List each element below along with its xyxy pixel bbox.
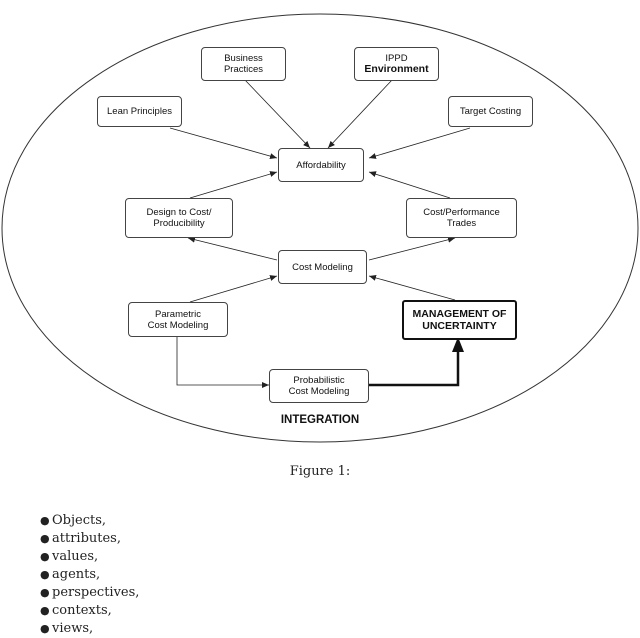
arrow-management-to-costmodeling [368, 274, 456, 301]
list-item-text: views, [52, 621, 94, 636]
business-practices-box: Business Practices [201, 47, 286, 81]
list-item: ●Objects, [40, 512, 139, 530]
cost-performance-box: Cost/Performance Trades [406, 198, 517, 238]
list-item: ●contexts, [40, 602, 139, 620]
diagram-svg [1, 13, 639, 443]
ippd-environment-box: IPPD Environment [354, 47, 439, 81]
target-costing-box: Target Costing [448, 96, 533, 127]
bullet-icon: ● [40, 622, 50, 635]
bullet-icon: ● [40, 586, 50, 599]
list-item-text: perspectives, [52, 585, 140, 600]
arrow-design-to-affordability [189, 171, 278, 199]
list-item: ●values, [40, 548, 139, 566]
arrow-probabilistic-to-management [369, 337, 464, 387]
arrow-ippd-to-affordability [327, 79, 393, 149]
design-to-cost-box: Design to Cost/ Producibility [125, 198, 233, 238]
list-item-text: contexts, [52, 603, 112, 618]
integration-label: INTEGRATION [280, 414, 360, 426]
list-item: ●attributes, [40, 530, 139, 548]
bullet-icon: ● [40, 568, 50, 581]
arrow-parametric-to-costmodeling [189, 275, 278, 303]
list-item: ●agents, [40, 566, 139, 584]
integration-ellipse [1, 13, 639, 443]
probabilistic-box: Probabilistic Cost Modeling [269, 369, 369, 403]
arrow-parametric-to-probabilistic [176, 336, 269, 388]
bullet-icon: ● [40, 604, 50, 617]
figure-caption: Figure 1: [289, 464, 351, 479]
list-item-text: Objects, [52, 513, 107, 528]
arrow-target-to-affordability [368, 127, 471, 159]
list-item: ●views, [40, 620, 139, 638]
bullet-icon: ● [40, 514, 50, 527]
ippd-label: IPPD [385, 53, 408, 64]
bullet-icon: ● [40, 532, 50, 545]
arrow-costmodeling-to-costperf [368, 236, 456, 261]
environment-label: Environment [364, 63, 429, 75]
list-item: ●perspectives, [40, 584, 139, 602]
list-item-text: values, [52, 549, 99, 564]
arrow-lean-to-affordability [169, 127, 278, 159]
list-item-text: agents, [52, 567, 101, 582]
arrow-costmodeling-to-design [187, 236, 278, 261]
term-list: ●Objects, ●attributes, ●values, ●agents,… [40, 512, 139, 638]
list-item-text: attributes, [52, 531, 121, 546]
arrow-costperf-to-affordability [368, 171, 451, 199]
management-uncertainty-box: MANAGEMENT OF UNCERTAINTY [402, 300, 517, 340]
arrow-business-to-affordability [244, 79, 311, 149]
parametric-box: Parametric Cost Modeling [128, 302, 228, 337]
affordability-box: Affordability [278, 148, 364, 182]
lean-principles-box: Lean Principles [97, 96, 182, 127]
bullet-icon: ● [40, 550, 50, 563]
cost-modeling-box: Cost Modeling [278, 250, 367, 284]
